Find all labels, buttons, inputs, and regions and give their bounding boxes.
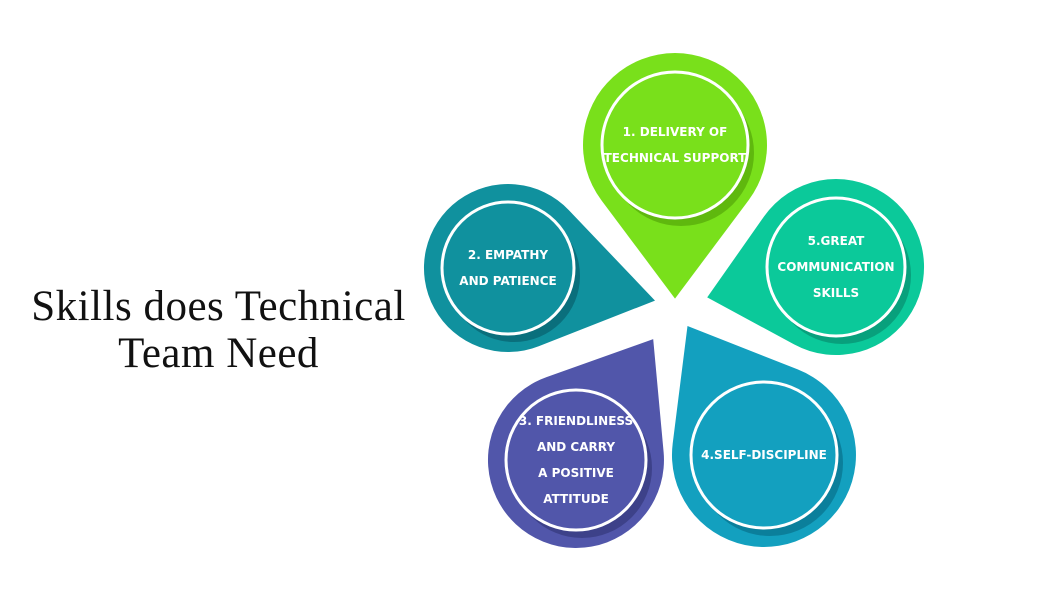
petal-ring-teal bbox=[440, 200, 576, 336]
petal-label-mint-line-1: 5.GREAT bbox=[808, 234, 866, 248]
petal-label-purple-line-4: ATTITUDE bbox=[543, 492, 609, 506]
petal-purple: 3. FRIENDLINESS AND CARRY A POSITIVE ATTITU… bbox=[487, 339, 664, 549]
petal-label-purple-line-3: A POSITIVE bbox=[538, 466, 614, 480]
diagram-title: Skills does Technical Team Need bbox=[0, 283, 437, 377]
petal-label-purple-line-1: 3. FRIENDLINESS bbox=[519, 414, 633, 428]
petal-label-mint-line-2: COMMUNICATION bbox=[777, 260, 894, 274]
petal-label-purple-line-2: AND CARRY bbox=[537, 440, 615, 454]
title-line-2: Team Need bbox=[118, 330, 319, 377]
petal-teal: 2. EMPATHY AND PATIENCE bbox=[423, 184, 655, 353]
petal-green: 1. DELIVERY OF TECHNICAL SUPPORT bbox=[583, 53, 767, 299]
petal-blue: 4.SELF-DISCIPLINE bbox=[671, 326, 856, 547]
petal-ring-mint bbox=[765, 196, 907, 338]
petal-ring-green bbox=[600, 70, 750, 220]
petal-label-mint-line-3: SKILLS bbox=[813, 286, 859, 300]
petal-ring-blue bbox=[689, 380, 839, 530]
petal-label-green-line-2: TECHNICAL SUPPORT bbox=[604, 151, 748, 165]
petal-label-teal-line-2: AND PATIENCE bbox=[459, 274, 556, 288]
title-line-1: Skills does Technical bbox=[31, 283, 406, 330]
petal-label-green-line-1: 1. DELIVERY OF bbox=[623, 125, 728, 139]
petal-label-teal-line-1: 2. EMPATHY bbox=[468, 248, 549, 262]
petal-ring-purple bbox=[504, 388, 648, 532]
petal-label-blue-line-1: 4.SELF-DISCIPLINE bbox=[701, 448, 827, 462]
petal-mint: 5.GREAT COMMUNICATION SKILLS bbox=[707, 179, 925, 356]
